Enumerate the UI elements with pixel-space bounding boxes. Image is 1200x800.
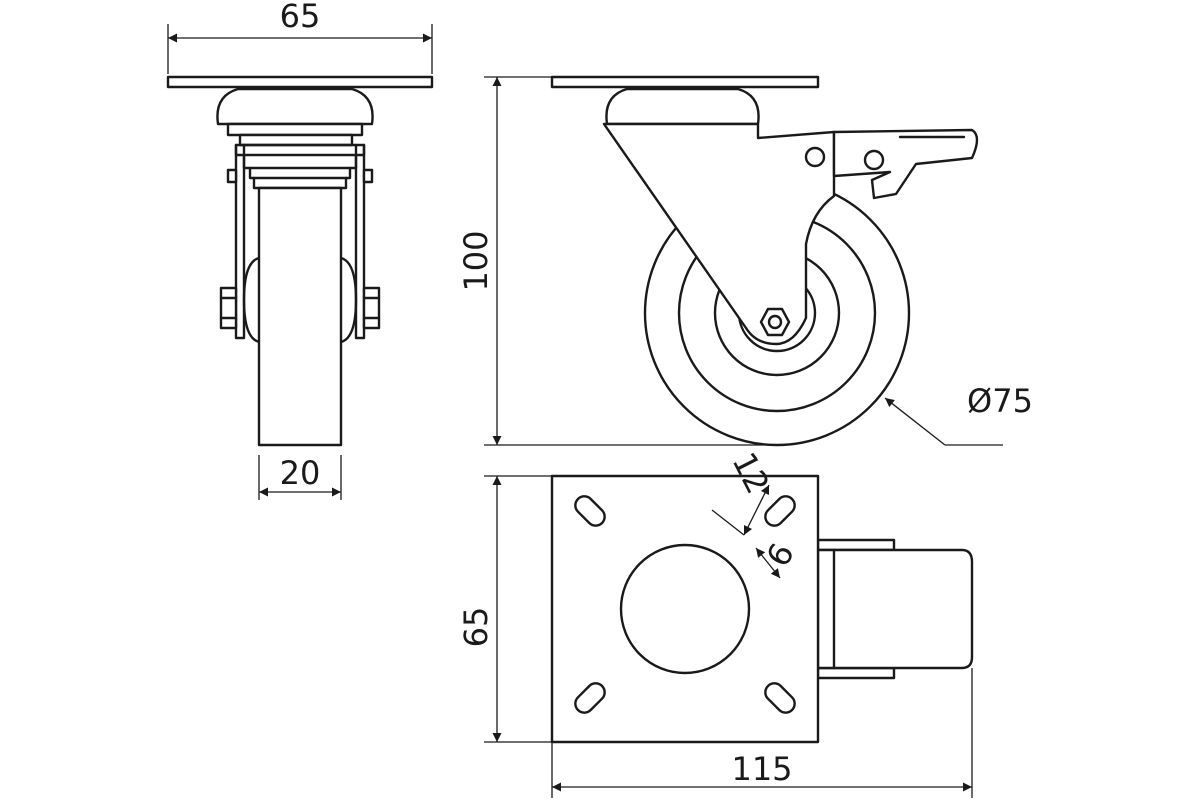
brake-housing-top (816, 548, 974, 670)
plate-depth-label: 65 (457, 607, 495, 648)
slot-hole-top-left (574, 495, 606, 527)
side-fork-arm (602, 122, 836, 346)
front-plate-width-label: 65 (280, 0, 321, 35)
front-top-plate (166, 75, 434, 89)
hole-width-dimension-line (755, 547, 781, 579)
wheel-diameter-leader (884, 397, 946, 446)
front-view: 65 20 (166, 0, 434, 500)
side-view: 100 Ø75 (457, 75, 1033, 447)
front-axle-nut-right (362, 286, 381, 330)
hole-spacing-dimension-line (743, 484, 770, 536)
front-swivel-cap (216, 87, 374, 126)
front-fork (226, 143, 374, 340)
front-wheel (257, 186, 343, 447)
side-top-plate (550, 75, 820, 89)
wheel-width-label: 20 (280, 454, 321, 492)
axle-hex-nut (759, 307, 791, 337)
front-axle-nut-left (219, 286, 238, 330)
total-length-label: 115 (731, 750, 792, 788)
brake-lever-pivot-hole (863, 149, 885, 171)
center-bore (619, 543, 751, 675)
slot-hole-bottom-left (574, 682, 606, 714)
front-wheel-hub-left (242, 256, 261, 344)
top-mounting-plate (550, 474, 820, 744)
total-height-label: 100 (457, 230, 495, 291)
slot-hole-bottom-right (764, 682, 796, 714)
brake-lever (832, 128, 979, 200)
brake-pivot-hole (804, 146, 826, 168)
side-swivel-cap (605, 87, 760, 126)
front-wheel-hub-right (339, 256, 358, 344)
wheel-diameter-label: Ø75 (967, 382, 1033, 420)
top-view: 65 12 6 115 (457, 446, 974, 798)
